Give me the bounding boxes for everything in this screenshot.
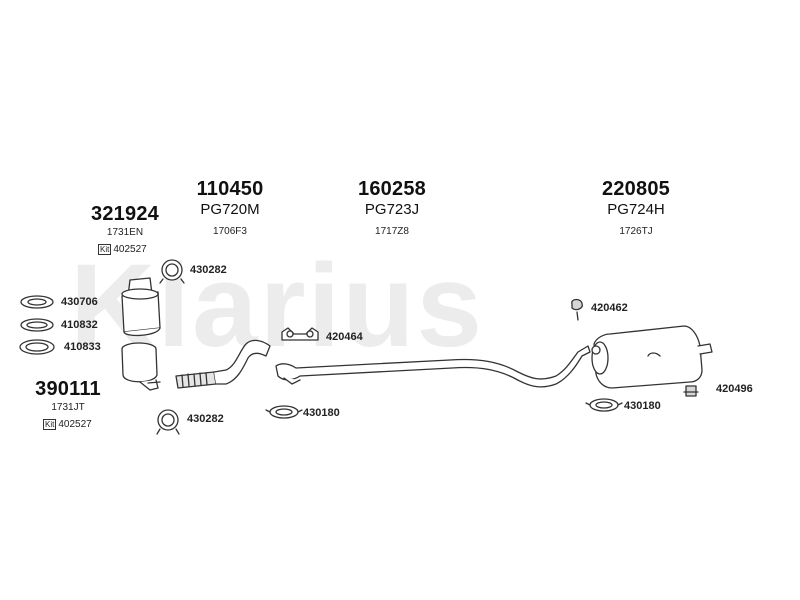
part-number-110450: 110450 (196, 178, 264, 200)
clamp-430180-right (585, 398, 623, 412)
part-number-390111: 390111 (35, 378, 101, 400)
ref-PG720M: PG720M (200, 201, 260, 218)
ref-1731JT: 1731JT (51, 402, 85, 413)
ref-1706F3: 1706F3 (213, 226, 247, 237)
flex-pipe (175, 339, 271, 389)
ref-1717Z8: 1717Z8 (375, 226, 409, 237)
kit-icon: Kit (43, 419, 57, 430)
clamp-430180-left (265, 405, 303, 419)
label-430282-bottom: 430282 (187, 413, 224, 425)
label-430180-right: 430180 (624, 400, 661, 412)
label-410832: 410832 (61, 319, 98, 331)
label-430282-top: 430282 (190, 264, 227, 276)
clamp-430282-top (159, 259, 185, 284)
hanger-420464 (281, 327, 319, 341)
ref-PG724H: PG724H (607, 201, 665, 218)
gasket-410832 (20, 318, 54, 332)
kit-number-top: 402527 (113, 244, 147, 255)
kit-icon: Kit (98, 244, 112, 255)
bracket-420496 (683, 385, 699, 397)
label-430706: 430706 (61, 296, 98, 308)
label-420462: 420462 (591, 302, 628, 314)
part-number-220805: 220805 (602, 178, 670, 200)
gasket-410833 (19, 339, 55, 355)
converter-390111 (121, 342, 161, 391)
part-number-160258: 160258 (358, 178, 426, 200)
catalytic-converter-321924 (121, 277, 161, 337)
part-number-321924: 321924 (91, 203, 159, 225)
rear-muffler-220805 (591, 325, 713, 389)
ref-PG723J: PG723J (364, 201, 420, 218)
ref-1726TJ: 1726TJ (619, 226, 653, 237)
middle-pipe-160258 (275, 345, 591, 388)
hanger-420462 (571, 298, 583, 321)
ref-1731EN: 1731EN (106, 227, 144, 238)
gasket-430706 (20, 295, 54, 309)
clamp-430282-bottom (156, 409, 180, 435)
kit-number-bottom: 402527 (58, 419, 92, 430)
label-420496: 420496 (716, 383, 753, 395)
label-430180-left: 430180 (303, 407, 340, 419)
label-410833: 410833 (64, 341, 101, 353)
label-420464: 420464 (326, 331, 363, 343)
